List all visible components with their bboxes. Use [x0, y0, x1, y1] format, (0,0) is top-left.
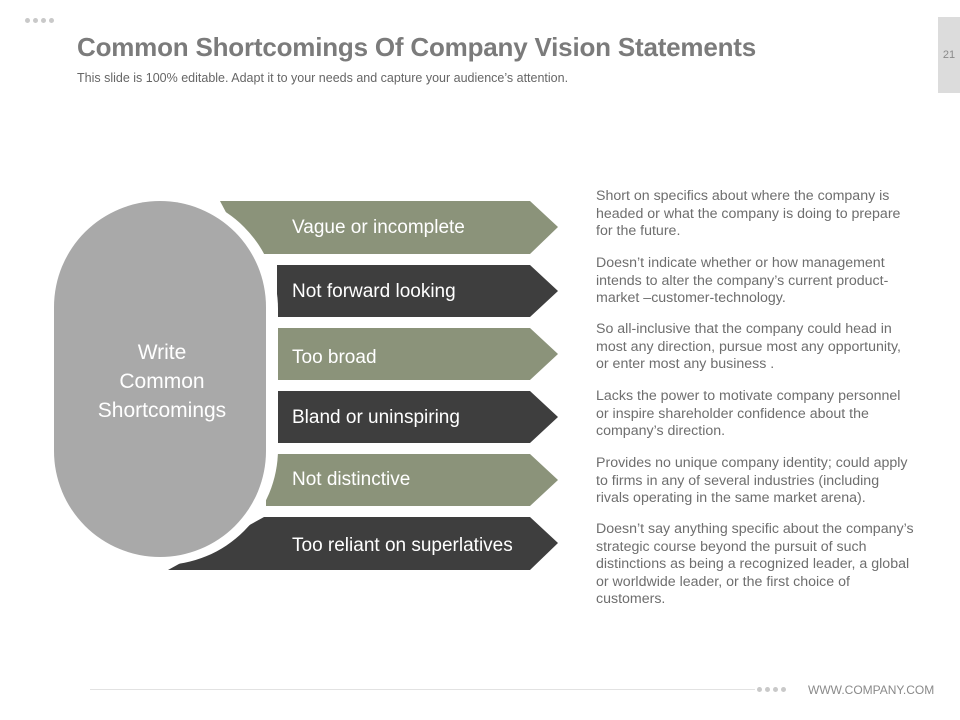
shortcoming-label: Not distinctive	[292, 469, 411, 490]
band-3	[277, 328, 558, 380]
band-1	[220, 201, 558, 254]
shortcoming-description: So all-inclusive that the company could …	[596, 321, 901, 372]
shortcoming-description: Lacks the power to motivate company pers…	[596, 388, 901, 439]
shortcoming-label: Bland or uninspiring	[292, 407, 460, 428]
shortcoming-label: Too reliant on superlatives	[292, 535, 513, 556]
decorative-dots-footer	[757, 687, 786, 692]
decorative-dots-top	[25, 18, 54, 23]
slide-title: Common Shortcomings Of Company Vision St…	[77, 32, 757, 62]
footer-divider	[90, 689, 755, 690]
shortcoming-description: Doesn’t say anything specific about the …	[596, 521, 914, 607]
center-label-line: Write	[137, 341, 187, 364]
page-number: 21	[942, 49, 956, 61]
center-label-line: Shortcomings	[97, 399, 227, 422]
shortcoming-label: Vague or incomplete	[292, 217, 465, 238]
footer-url: WWW.COMPANY.COM	[808, 683, 935, 697]
center-label-line: Common	[119, 370, 205, 393]
shortcoming-description: Provides no unique company identity; cou…	[596, 455, 908, 506]
page-number-tab	[938, 17, 960, 93]
band-5	[266, 454, 558, 506]
slide-subtitle: This slide is 100% editable. Adapt it to…	[77, 71, 569, 85]
center-pill	[54, 201, 266, 557]
shortcoming-label: Too broad	[292, 347, 377, 368]
shortcoming-description: Short on specifics about where the compa…	[596, 188, 901, 239]
shortcoming-description: Doesn’t indicate whether or how manageme…	[596, 255, 889, 306]
band-4	[277, 391, 558, 443]
band-2	[277, 265, 558, 317]
band-6	[168, 517, 558, 570]
center-label: Write Common Shortcomings	[62, 338, 262, 425]
shortcoming-label: Not forward looking	[292, 281, 456, 302]
